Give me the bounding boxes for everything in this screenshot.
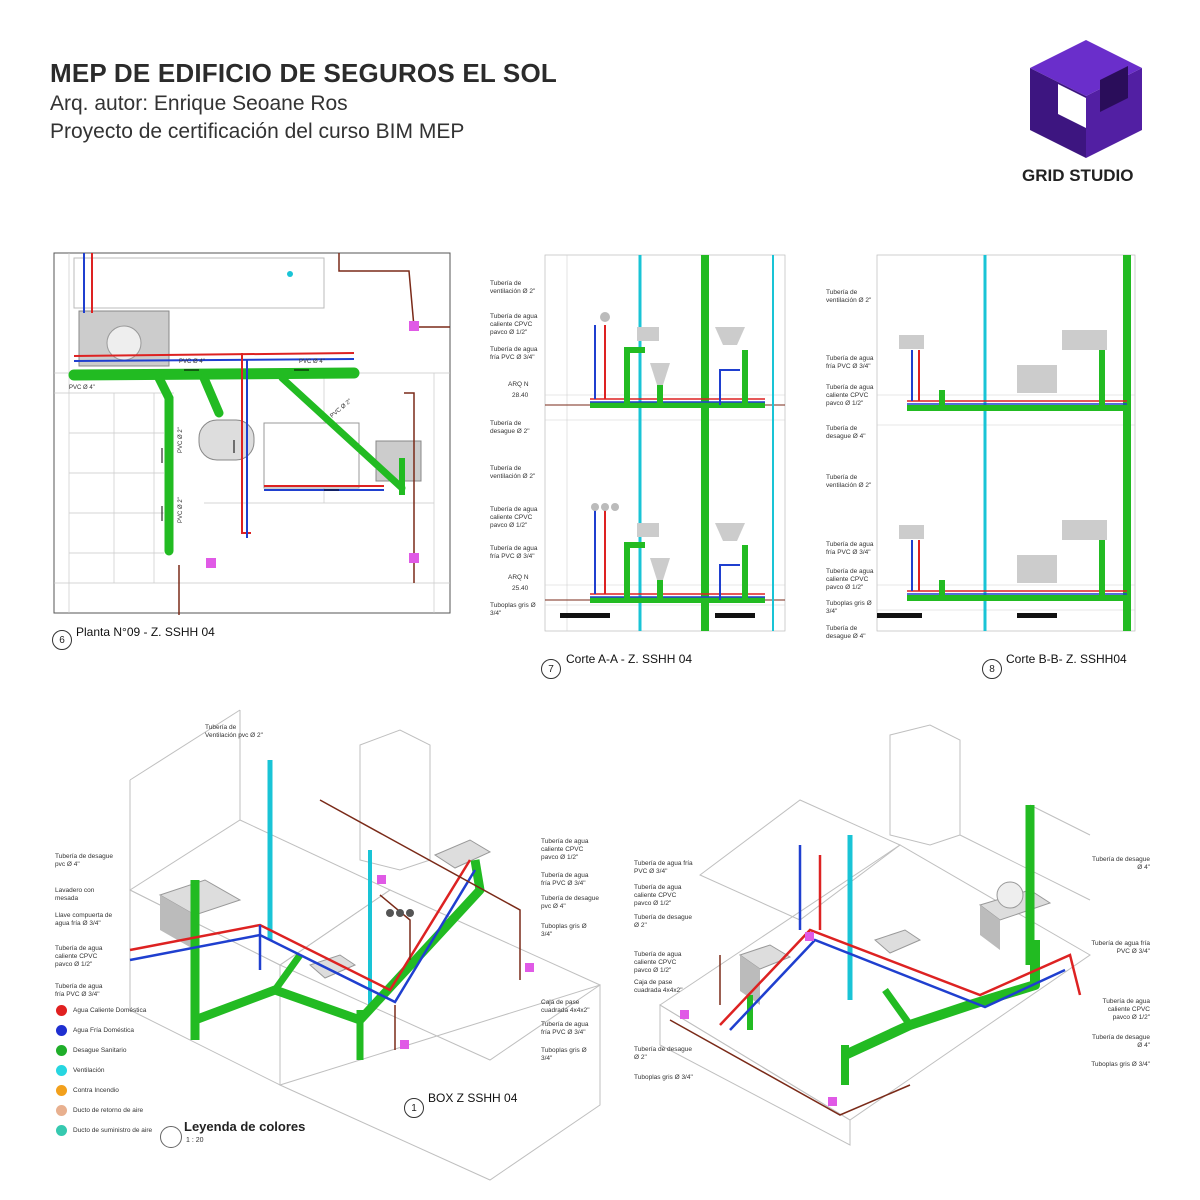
sec-b-label-4: Tubería de desague Ø 4": [826, 425, 866, 441]
iso-right-label-l4: Tubería de agua caliente CPVC pavco Ø 1/…: [634, 951, 682, 975]
iso-left-caption: BOX Z SSHH 04: [428, 1091, 518, 1105]
sec-b-label-7: Tubería de agua caliente CPVC pavco Ø 1/…: [826, 568, 874, 592]
legend-label: Contra Incendio: [73, 1087, 119, 1094]
iso-right-label-r4: Tubería de desague Ø 4": [1092, 1034, 1150, 1050]
iso-right-label-l1: Tubería de agua fría PVC Ø 3/4": [634, 860, 693, 876]
legend-label: Agua Fría Doméstica: [73, 1027, 135, 1034]
sec-a-level-2-value: 25.40: [512, 585, 529, 592]
iso-right-label-l5: Caja de pase cuadrada 4x4x2": [634, 979, 683, 995]
sec-a-label-3: Tubería de agua fría PVC Ø 3/4": [490, 346, 538, 362]
section-a-drawing: [544, 254, 786, 632]
sec-b-label-3: Tubería de agua caliente CPVC pavco Ø 1/…: [826, 384, 874, 408]
legend-swatch: [56, 1065, 67, 1076]
grid-studio-logo: [1030, 40, 1142, 158]
sec-a-label-5: Tubería de ventilación Ø 2": [490, 465, 536, 481]
iso-left-label-l5: Tubería de agua fría PVC Ø 3/4": [55, 983, 103, 999]
sec-a-label-1: Tubería de ventilación Ø 2": [490, 280, 536, 296]
section-a-caption: Corte A-A - Z. SSHH 04: [566, 652, 693, 666]
sec-b-label-8: Tuboplas gris Ø 3/4": [826, 600, 872, 616]
author-line: Arq. autor: Enrique Seoane Ros: [50, 92, 348, 115]
legend-swatch: [56, 1105, 67, 1116]
legend-swatch: [56, 1025, 67, 1036]
legend-circle: [160, 1126, 182, 1148]
legend-item-hot-water: Agua Caliente Doméstica: [56, 1005, 152, 1016]
sec-a-level-2-name: ARQ N: [508, 574, 529, 581]
legend-item-ventilation: Ventilación: [56, 1065, 152, 1076]
sec-a-label-8: Tuboplas gris Ø 3/4": [490, 602, 536, 618]
sec-b-label-6: Tubería de agua fría PVC Ø 3/4": [826, 541, 874, 557]
iso-left-label-top: Tubería de Ventilación pvc Ø 2": [205, 724, 263, 740]
sec-b-label-9: Tubería de desague Ø 4": [826, 625, 866, 641]
legend-swatch: [56, 1085, 67, 1096]
iso-left-label-r4: Tuboplas gris Ø 3/4": [541, 923, 587, 939]
iso-left-label-r3: Tubería de desague pvc Ø 4": [541, 895, 599, 911]
iso-right-label-r5: Tuboplas gris Ø 3/4": [1091, 1061, 1150, 1068]
iso-right-label-l3: Tubería de desague Ø 2": [634, 914, 692, 930]
isometric-right-drawing: [659, 724, 1091, 1146]
iso-left-label-l1: Tubería de desague pvc Ø 4": [55, 853, 113, 869]
legend-label: Desague Sanitario: [73, 1047, 127, 1054]
iso-right-label-l2: Tubería de agua caliente CPVC pavco Ø 1/…: [634, 884, 682, 908]
legend-label: Ventilación: [73, 1067, 105, 1074]
legend-label: Ducto de retorno de aire: [73, 1107, 144, 1114]
svg-text:PVC Ø 4": PVC Ø 4": [179, 359, 205, 365]
isometric-left-drawing: [128, 709, 602, 1181]
legend-item-supply-air: Ducto de suministro de aire: [56, 1125, 152, 1136]
iso-left-label-r2: Tubería de agua fría PVC Ø 3/4": [541, 872, 589, 888]
iso-right-label-l6: Tubería de desague Ø 2": [634, 1046, 692, 1062]
plan-drawing: PVC Ø 4" PVC Ø 4" PVC Ø 4" PVC Ø 2" PVC …: [53, 252, 451, 615]
sec-a-label-6: Tubería de agua caliente CPVC pavco Ø 1/…: [490, 506, 538, 530]
sec-a-label-2: Tubería de agua caliente CPVC pavco Ø 1/…: [490, 313, 538, 337]
legend-scale: 1 : 20: [186, 1137, 204, 1144]
sec-a-level-1-value: 28.40: [512, 392, 529, 399]
svg-text:PVC Ø 2": PVC Ø 2": [178, 427, 184, 453]
iso-left-label-l4: Tubería de agua caliente CPVC pavco Ø 1/…: [55, 945, 103, 969]
sec-b-label-2: Tubería de agua fría PVC Ø 3/4": [826, 355, 874, 371]
legend-item-fire: Contra Incendio: [56, 1085, 152, 1096]
brand-name: GRID STUDIO: [1022, 166, 1134, 185]
iso-right-label-r2: Tubería de agua fría PVC Ø 3/4": [1091, 940, 1150, 956]
section-b-number-badge: 8: [982, 659, 1002, 679]
sec-a-label-7: Tubería de agua fría PVC Ø 3/4": [490, 545, 538, 561]
legend-label: Agua Caliente Doméstica: [73, 1007, 147, 1014]
page-title: MEP DE EDIFICIO DE SEGUROS EL SOL: [50, 58, 557, 88]
legend-swatch: [56, 1005, 67, 1016]
sec-a-level-1-name: ARQ N: [508, 381, 529, 388]
section-b-caption: Corte B-B- Z. SSHH04: [1006, 652, 1127, 666]
section-b-drawing: [876, 254, 1136, 632]
svg-text:PVC Ø 4": PVC Ø 4": [69, 385, 95, 391]
legend-swatch: [56, 1125, 67, 1136]
svg-text:PVC Ø 4": PVC Ø 4": [299, 359, 325, 365]
legend-swatch: [56, 1045, 67, 1056]
section-a-number-badge: 7: [541, 659, 561, 679]
iso-right-label-r3: Tubería de agua caliente CPVC pavco Ø 1/…: [1102, 998, 1150, 1022]
iso-left-number-badge: 1: [404, 1098, 424, 1118]
sec-b-label-5: Tubería de ventilación Ø 2": [826, 474, 872, 490]
iso-right-label-r1: Tubería de desague Ø 4": [1092, 856, 1150, 872]
plan-number-badge: 6: [52, 630, 72, 650]
project-line: Proyecto de certificación del curso BIM …: [50, 120, 465, 143]
svg-text:PVC Ø 2": PVC Ø 2": [178, 497, 184, 523]
iso-right-label-l7: Tuboplas gris Ø 3/4": [634, 1074, 693, 1081]
sec-a-label-4: Tubería de desague Ø 2": [490, 420, 530, 436]
plan-caption: Planta N°09 - Z. SSHH 04: [76, 625, 215, 639]
iso-left-label-r5: Caja de pase cuadrada 4x4x2": [541, 999, 590, 1015]
iso-left-label-r6: Tubería de agua fría PVC Ø 3/4": [541, 1021, 589, 1037]
legend-item-cold-water: Agua Fría Doméstica: [56, 1025, 152, 1036]
legend-item-drainage: Desague Sanitario: [56, 1045, 152, 1056]
legend-item-return-air: Ducto de retorno de aire: [56, 1105, 152, 1116]
legend-label: Ducto de suministro de aire: [73, 1127, 153, 1134]
legend-title: Leyenda de colores: [184, 1119, 306, 1134]
iso-left-label-l2: Lavadero con mesada: [55, 887, 95, 903]
iso-left-label-r7: Tuboplas gris Ø 3/4": [541, 1047, 587, 1063]
sec-b-label-1: Tubería de ventilación Ø 2": [826, 289, 872, 305]
iso-left-label-l3: Llave compuerta de agua fría Ø 3/4": [55, 912, 113, 928]
iso-left-label-r1: Tubería de agua caliente CPVC pavco Ø 1/…: [541, 838, 589, 862]
color-legend: Agua Caliente Doméstica Agua Fría Domést…: [56, 1005, 152, 1136]
